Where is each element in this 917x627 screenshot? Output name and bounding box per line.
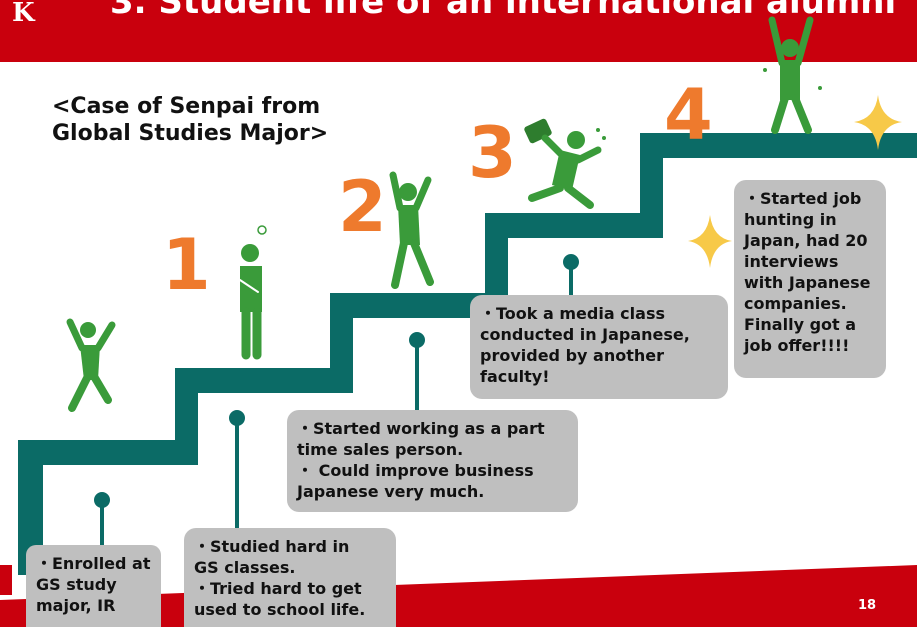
step-3-line: provided by another bbox=[480, 346, 664, 365]
jumping-person-icon bbox=[66, 318, 116, 412]
section-heading: <Case of Senpai from Global Studies Majo… bbox=[52, 93, 382, 147]
step-0-description: ・Enrolled at GS study major, IR bbox=[26, 545, 161, 627]
step-3-line: faculty! bbox=[480, 367, 550, 386]
step-0-line: ・Enrolled at bbox=[36, 554, 151, 573]
step-2-line: Japanese very much. bbox=[297, 482, 485, 501]
heading-line-1: <Case of Senpai from bbox=[52, 94, 321, 119]
step-1-line: GS classes. bbox=[194, 558, 296, 577]
step-1-line: ・Studied hard in bbox=[194, 537, 350, 556]
step-number-2: 2 bbox=[338, 166, 387, 248]
step-1-line: used to school life. bbox=[194, 600, 366, 619]
step-4-line: hunting in bbox=[744, 210, 837, 229]
step-4-line: ・Started job bbox=[744, 189, 862, 208]
connector-step0 bbox=[94, 492, 110, 545]
sparkle-icon bbox=[688, 215, 732, 268]
connector-step2 bbox=[409, 332, 425, 410]
step-4-line: interviews bbox=[744, 252, 839, 271]
step-2-line: ・ Could improve business bbox=[297, 461, 534, 480]
step-3-line: ・Took a media class bbox=[480, 304, 665, 323]
thinking-person-icon bbox=[239, 225, 267, 360]
page-number: 18 bbox=[858, 598, 877, 613]
footer-red-fragment bbox=[0, 565, 12, 595]
step-0-line: GS study bbox=[36, 575, 117, 594]
logo-letter: K bbox=[12, 0, 35, 28]
step-number-4: 4 bbox=[664, 74, 713, 156]
step-number-3: 3 bbox=[468, 112, 517, 194]
step-4-line: companies. bbox=[744, 294, 847, 313]
step-4-description: ・Started job hunting in Japan, had 20 in… bbox=[734, 180, 886, 378]
step-4-line: Japan, had 20 bbox=[744, 231, 868, 250]
step-4-line: with Japanese bbox=[744, 273, 871, 292]
step-2-line: ・Started working as a part bbox=[297, 419, 545, 438]
cheering-person-icon bbox=[389, 171, 434, 289]
step-3-line: conducted in Japanese, bbox=[480, 325, 690, 344]
step-1-line: ・Tried hard to get bbox=[194, 579, 362, 598]
step-4-line: Finally got a bbox=[744, 315, 857, 334]
heading-line-2: Global Studies Major> bbox=[52, 121, 329, 146]
connector-step1 bbox=[229, 410, 245, 530]
connector-step3 bbox=[563, 254, 579, 295]
step-1-description: ・Studied hard in GS classes. ・Tried hard… bbox=[184, 528, 396, 627]
slide-title: 3. Student life of an international alum… bbox=[110, 0, 897, 22]
step-2-description: ・Started working as a part time sales pe… bbox=[287, 410, 578, 512]
step-number-1: 1 bbox=[162, 224, 211, 306]
celebrating-person-icon bbox=[763, 16, 822, 134]
step-3-description: ・Took a media class conducted in Japanes… bbox=[470, 295, 728, 399]
step-4-line: job offer!!!! bbox=[744, 336, 850, 355]
running-businessman-icon bbox=[524, 118, 606, 209]
university-logo: K bbox=[10, 0, 38, 36]
sparkle-icon bbox=[854, 95, 902, 150]
step-2-line: time sales person. bbox=[297, 440, 464, 459]
step-0-line: major, IR bbox=[36, 596, 116, 615]
title-banner: K 3. Student life of an international al… bbox=[0, 0, 917, 62]
